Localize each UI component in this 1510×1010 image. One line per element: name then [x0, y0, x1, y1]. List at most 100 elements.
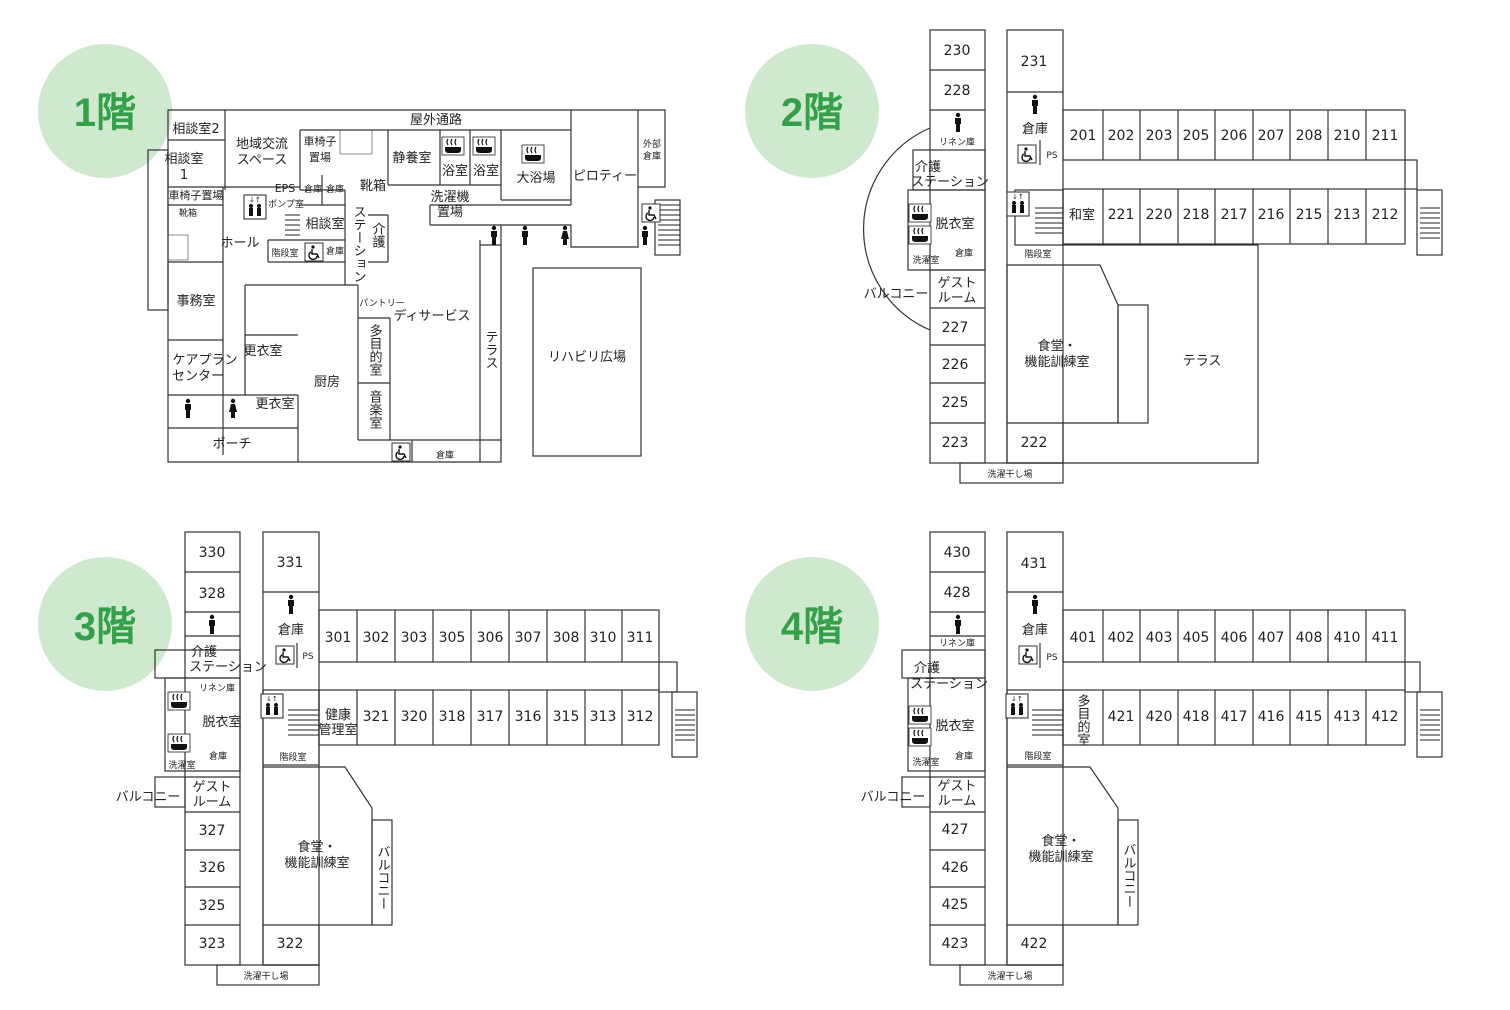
- room-label: 倉庫: [278, 623, 304, 638]
- room-label: 静養室: [392, 150, 431, 166]
- toilet-icon: [642, 225, 648, 245]
- room-dividers-bottom: [394, 690, 623, 745]
- bath-icon: [908, 705, 932, 725]
- room-label: ゲスト: [937, 779, 976, 794]
- toilet-icon: [229, 398, 237, 418]
- room-label: PS: [1046, 653, 1057, 663]
- room-number: 218: [1183, 207, 1210, 223]
- stairs-icon: [1420, 709, 1440, 741]
- wheelchair-icon: [1017, 144, 1037, 164]
- room-label: テラス: [483, 330, 498, 369]
- room-number: 230: [944, 43, 971, 59]
- room-number: 307: [515, 630, 542, 646]
- room-label: 車椅子: [304, 134, 337, 148]
- rooms-top: 401 402 403 405 406 407 408 410 411: [1070, 630, 1399, 646]
- room-label: ルーム: [938, 794, 977, 809]
- rooms-bottom: 321 320 318 317 316 315 313 312: [363, 709, 654, 725]
- room-number: 225: [942, 395, 969, 411]
- room-label: 多目的室: [1075, 693, 1091, 746]
- room-number: 202: [1108, 128, 1135, 144]
- room-number: 413: [1334, 709, 1361, 725]
- wheelchair-icon: [641, 203, 661, 223]
- room-label: 脱衣室: [935, 216, 974, 232]
- room-label: 洗濯機: [430, 190, 469, 205]
- room-dividers-top: [1102, 610, 1367, 662]
- room-number: 418: [1183, 709, 1210, 725]
- balcony-arc: [862, 127, 931, 331]
- stairs-icon: [285, 214, 300, 236]
- room-label: 倉庫: [304, 183, 322, 195]
- room-number: 430: [944, 545, 971, 561]
- room-label: ケアプラン: [172, 353, 237, 368]
- room-label: 多目的室: [367, 323, 383, 376]
- room-number: 312: [627, 709, 654, 725]
- room-number: 411: [1372, 630, 1399, 646]
- room-number: 325: [199, 898, 226, 914]
- room-label: EPS: [275, 182, 296, 195]
- room-number: 328: [199, 586, 226, 602]
- room-number: 221: [1108, 207, 1135, 223]
- room-label: バルコニー: [861, 790, 926, 805]
- room-number: 222: [1021, 435, 1048, 451]
- room-label: 機能訓練室: [284, 855, 349, 871]
- toilet-icon: [522, 225, 528, 245]
- room-number: 326: [199, 860, 226, 876]
- room-label: 靴箱: [179, 207, 197, 219]
- room-label: 管理室: [318, 722, 357, 738]
- room-number: 431: [1021, 556, 1048, 572]
- wheelchair-icon: [1018, 645, 1038, 665]
- room-number: 423: [942, 936, 969, 952]
- room-number: 408: [1296, 630, 1323, 646]
- room-label: 倉庫: [326, 245, 344, 257]
- room-label: 介護: [915, 159, 941, 175]
- room-number: 317: [477, 709, 504, 725]
- room-label: 洗濯室: [168, 759, 195, 771]
- floor-4: 4階: [745, 531, 1443, 986]
- rooms-bottom: 221 220 218 217 216 215 213 212: [1108, 207, 1399, 223]
- room-number: 428: [944, 585, 971, 601]
- room-label: 介護: [370, 222, 386, 248]
- floor-4-badge-text: 4階: [781, 605, 843, 649]
- floor-3-badge: [38, 557, 172, 691]
- stairs-icon: [658, 204, 680, 246]
- room-label: 車椅子置場: [169, 188, 224, 202]
- room-dividers-top: [1102, 110, 1367, 160]
- room-label: リネン庫: [939, 637, 975, 649]
- room-number: 301: [325, 630, 352, 646]
- room-label: 倉庫: [1022, 122, 1048, 137]
- room-number: 331: [277, 555, 304, 571]
- room-label: 音楽室: [367, 389, 383, 429]
- room-number: 206: [1221, 128, 1248, 144]
- room-label: 大浴場: [516, 171, 555, 186]
- rooms-bottom: 421 420 418 417 416 415 413 412: [1108, 709, 1399, 725]
- room-label: PS: [302, 652, 313, 662]
- room-number: 315: [553, 709, 580, 725]
- room-number: 208: [1296, 128, 1323, 144]
- room-label: 洗濯干し場: [243, 970, 288, 982]
- floor-3: 3階: [38, 531, 698, 986]
- room-label: 外部: [643, 138, 661, 150]
- toilet-icon: [288, 594, 294, 614]
- room-number: 401: [1070, 630, 1097, 646]
- room-label: 事務室: [176, 293, 215, 309]
- room-label: ホール: [220, 236, 259, 251]
- floor-1-badge-text: 1階: [74, 91, 136, 135]
- room-label: 食堂・: [297, 839, 336, 855]
- room-label: ポンプ室: [268, 198, 304, 210]
- room-label: テラス: [1183, 354, 1222, 369]
- room-label: ステーション: [911, 175, 989, 190]
- room-label: 置場: [309, 151, 331, 164]
- room-number: 316: [515, 709, 542, 725]
- room-label: 相談室2: [172, 121, 219, 137]
- room-number: 402: [1108, 630, 1135, 646]
- room-label: 相談室: [164, 151, 203, 167]
- toilet-icon: [955, 112, 961, 132]
- room-label: 地域交流: [236, 136, 288, 152]
- room-label: 介護: [191, 644, 217, 660]
- room-label: 健康: [325, 707, 351, 723]
- room-number: 416: [1258, 709, 1285, 725]
- bath-icon: [472, 136, 496, 156]
- room-number: 313: [590, 709, 617, 725]
- room-label: 倉庫: [643, 150, 661, 162]
